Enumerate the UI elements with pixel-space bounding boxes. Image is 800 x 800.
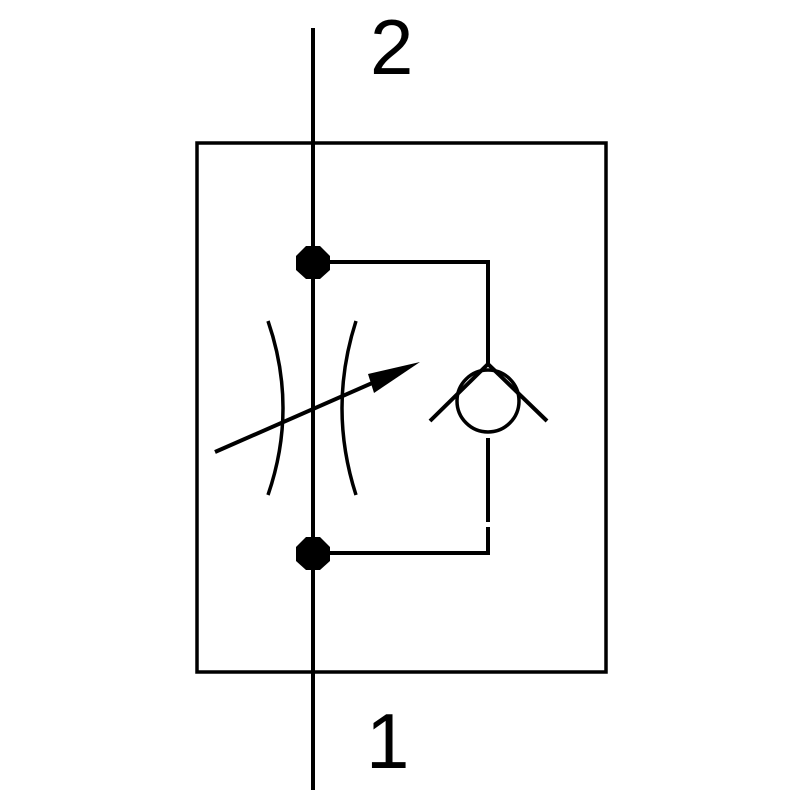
valve-body-frame: [195, 141, 608, 674]
adjustable-arrow-head: [368, 362, 420, 393]
junction-dot-bottom: [296, 537, 330, 570]
port-1-label: 1: [366, 697, 410, 785]
bypass-line-top: [313, 260, 490, 364]
throttle-right-curve: [340, 320, 358, 496]
bypass-line-bottom-lower: [313, 527, 490, 555]
port-2-label: 2: [370, 3, 414, 91]
adjustable-arrow-line: [214, 371, 396, 454]
check-valve-ball: [455, 368, 521, 434]
check-valve-seat: [428, 361, 549, 423]
throttle-left-curve: [266, 320, 285, 496]
junction-dot-top: [296, 246, 330, 279]
